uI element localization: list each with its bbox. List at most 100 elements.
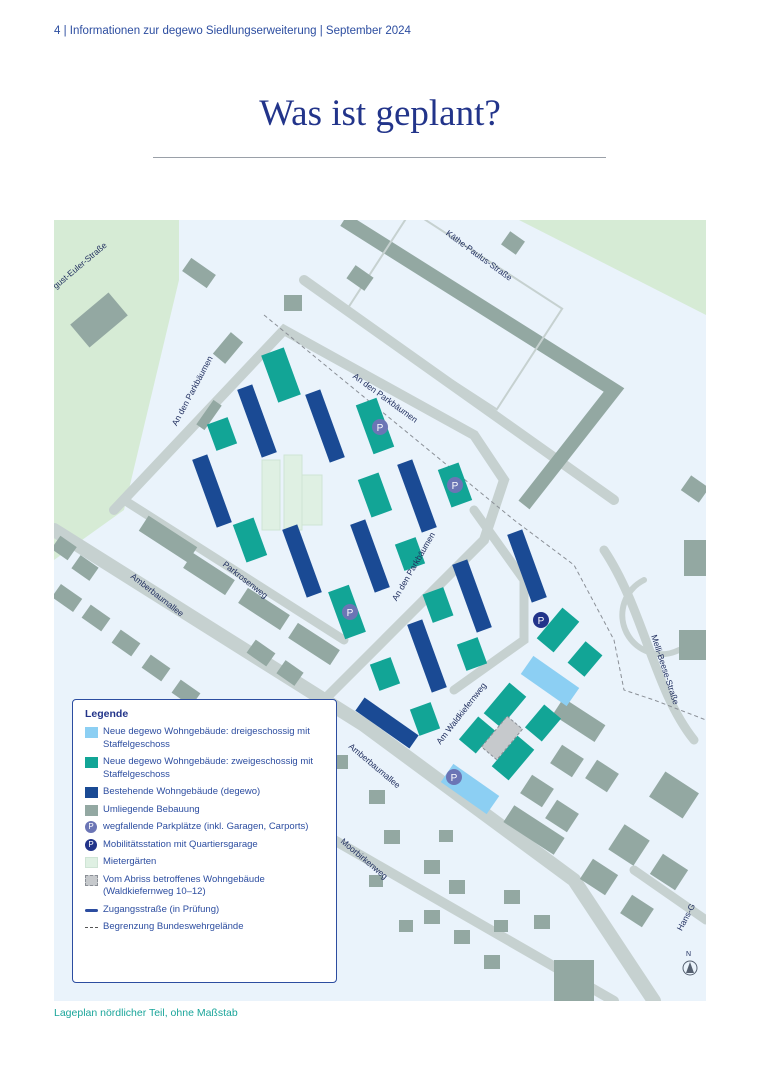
boundary-line — [263, 314, 706, 721]
surrounding-building — [439, 830, 453, 842]
surrounding-building — [424, 860, 440, 874]
surrounding-building — [111, 629, 141, 657]
parking-circle-dark-icon: P — [85, 838, 97, 851]
parking-label: P — [377, 423, 384, 434]
dashed-grey-square-icon — [85, 874, 98, 886]
existing-building — [192, 454, 232, 528]
surrounding-building — [608, 824, 650, 866]
surrounding-building — [81, 604, 111, 632]
courtyard-outline — [344, 220, 564, 411]
surrounding-building — [346, 265, 374, 291]
new-two-storey-building — [261, 347, 301, 403]
surrounding-building — [620, 894, 654, 928]
new-three-storey-building — [520, 655, 580, 707]
surrounding-building — [141, 654, 171, 682]
garden-square-icon — [85, 857, 98, 868]
legend-item: Bestehende Wohngebäude (degewo) — [85, 786, 336, 799]
surrounding-building — [554, 960, 594, 1001]
parking-circle-icon: P — [85, 821, 97, 833]
existing-building — [305, 389, 345, 463]
surrounding-building — [684, 540, 706, 576]
legend-label: Zugangsstraße (in Prüfung) — [103, 903, 220, 915]
mobility-station-icon — [533, 612, 549, 628]
surrounding-building — [369, 790, 385, 804]
surrounding-building — [484, 955, 500, 969]
surrounding-building — [238, 587, 290, 631]
road-parkrosenweg — [119, 495, 349, 645]
surrounding-building — [504, 890, 520, 904]
surrounding-building — [196, 399, 222, 431]
green-area-west — [54, 220, 179, 560]
road-hans — [629, 865, 706, 925]
road-amberbaumallee — [54, 523, 661, 1001]
legend-item: Neue degewo Wohngebäude: dreigeschossig … — [85, 726, 336, 751]
parking-markers — [342, 419, 549, 785]
surrounding-building — [183, 552, 235, 596]
existing-building — [282, 524, 322, 598]
legend-label: Mobilitätsstation mit Quartiersgarage — [103, 838, 258, 850]
surrounding-building — [288, 622, 340, 666]
surrounding-building — [276, 660, 304, 686]
surrounding-building — [384, 830, 400, 844]
road-melli — [599, 545, 699, 745]
new-two-storey-building — [456, 637, 488, 671]
map-caption: Lageplan nördlicher Teil, ohne Maßstab — [54, 1007, 238, 1019]
new-two-storey-building — [357, 472, 393, 518]
surrounding-building — [585, 759, 619, 793]
green-area-northeast — [519, 220, 706, 315]
legend-label: Mietergärten — [103, 856, 157, 867]
legend-label: Umliegende Bebauung — [103, 803, 200, 815]
existing-building — [407, 619, 447, 693]
tenant-garden — [283, 454, 303, 531]
surrounding-building — [424, 910, 440, 924]
legend-label: Neue degewo Wohngebäude: zweigeschossig … — [103, 756, 314, 780]
surrounding-building — [552, 697, 606, 743]
surrounding-building — [545, 799, 579, 833]
legend-label: Begrenzung Bundeswehrgelände — [103, 921, 244, 932]
surrounding-building — [182, 257, 216, 289]
legend-item: Begrenzung Bundeswehrgelände — [85, 921, 336, 934]
surrounding-building — [534, 915, 550, 929]
new-two-storey-building — [409, 702, 441, 736]
surrounding-building — [284, 295, 302, 311]
existing-building — [452, 559, 492, 633]
north-arrow-icon — [682, 960, 698, 976]
new-two-storey-building — [483, 682, 527, 728]
legend-item: Umliegende Bebauung — [85, 804, 336, 817]
road-parkbaeumen-east — [449, 505, 529, 695]
surrounding-building — [680, 475, 706, 503]
legend-item: Mietergärten — [85, 856, 336, 869]
existing-building — [350, 519, 390, 593]
new-two-storey-building — [232, 517, 268, 563]
legend-label: Vom Abriss betroffenes Wohngebäude (Wald… — [103, 873, 265, 898]
legend-item: Vom Abriss betroffenes Wohngebäude (Wald… — [85, 874, 336, 899]
legend-label: Bestehende Wohngebäude (degewo) — [103, 786, 261, 797]
parking-label: P — [347, 608, 354, 619]
legend-item: Zugangsstraße (in Prüfung) — [85, 904, 336, 917]
new-two-storey-building — [491, 735, 535, 781]
legend-item: P wegfallende Parkplätze (inkl. Garagen,… — [85, 821, 336, 834]
surrounding-building — [503, 805, 565, 855]
teal-square-icon — [85, 757, 98, 768]
parking-label: P — [452, 481, 459, 492]
surrounding-building — [70, 292, 128, 348]
parking-label: P — [538, 616, 545, 627]
demolition-building — [480, 715, 524, 761]
surrounding-building — [399, 920, 413, 932]
existing-building — [355, 697, 419, 749]
new-two-storey-building — [369, 657, 401, 691]
existing-building — [397, 459, 437, 533]
surrounding-building — [679, 630, 706, 660]
tenant-garden — [301, 474, 323, 526]
new-two-storey-building — [422, 587, 454, 623]
road-turning-circle — [619, 577, 682, 658]
surrounding-building — [579, 858, 619, 896]
new-two-storey-building — [394, 537, 426, 571]
surrounding-building — [494, 920, 508, 932]
dashed-line-icon — [85, 927, 98, 928]
surrounding-building — [649, 771, 699, 819]
legend-label: Neue degewo Wohngebäude: dreigeschossig … — [103, 726, 310, 750]
new-two-storey-building — [524, 704, 562, 742]
surrounding-building — [212, 332, 244, 364]
tenant-garden — [261, 459, 281, 531]
